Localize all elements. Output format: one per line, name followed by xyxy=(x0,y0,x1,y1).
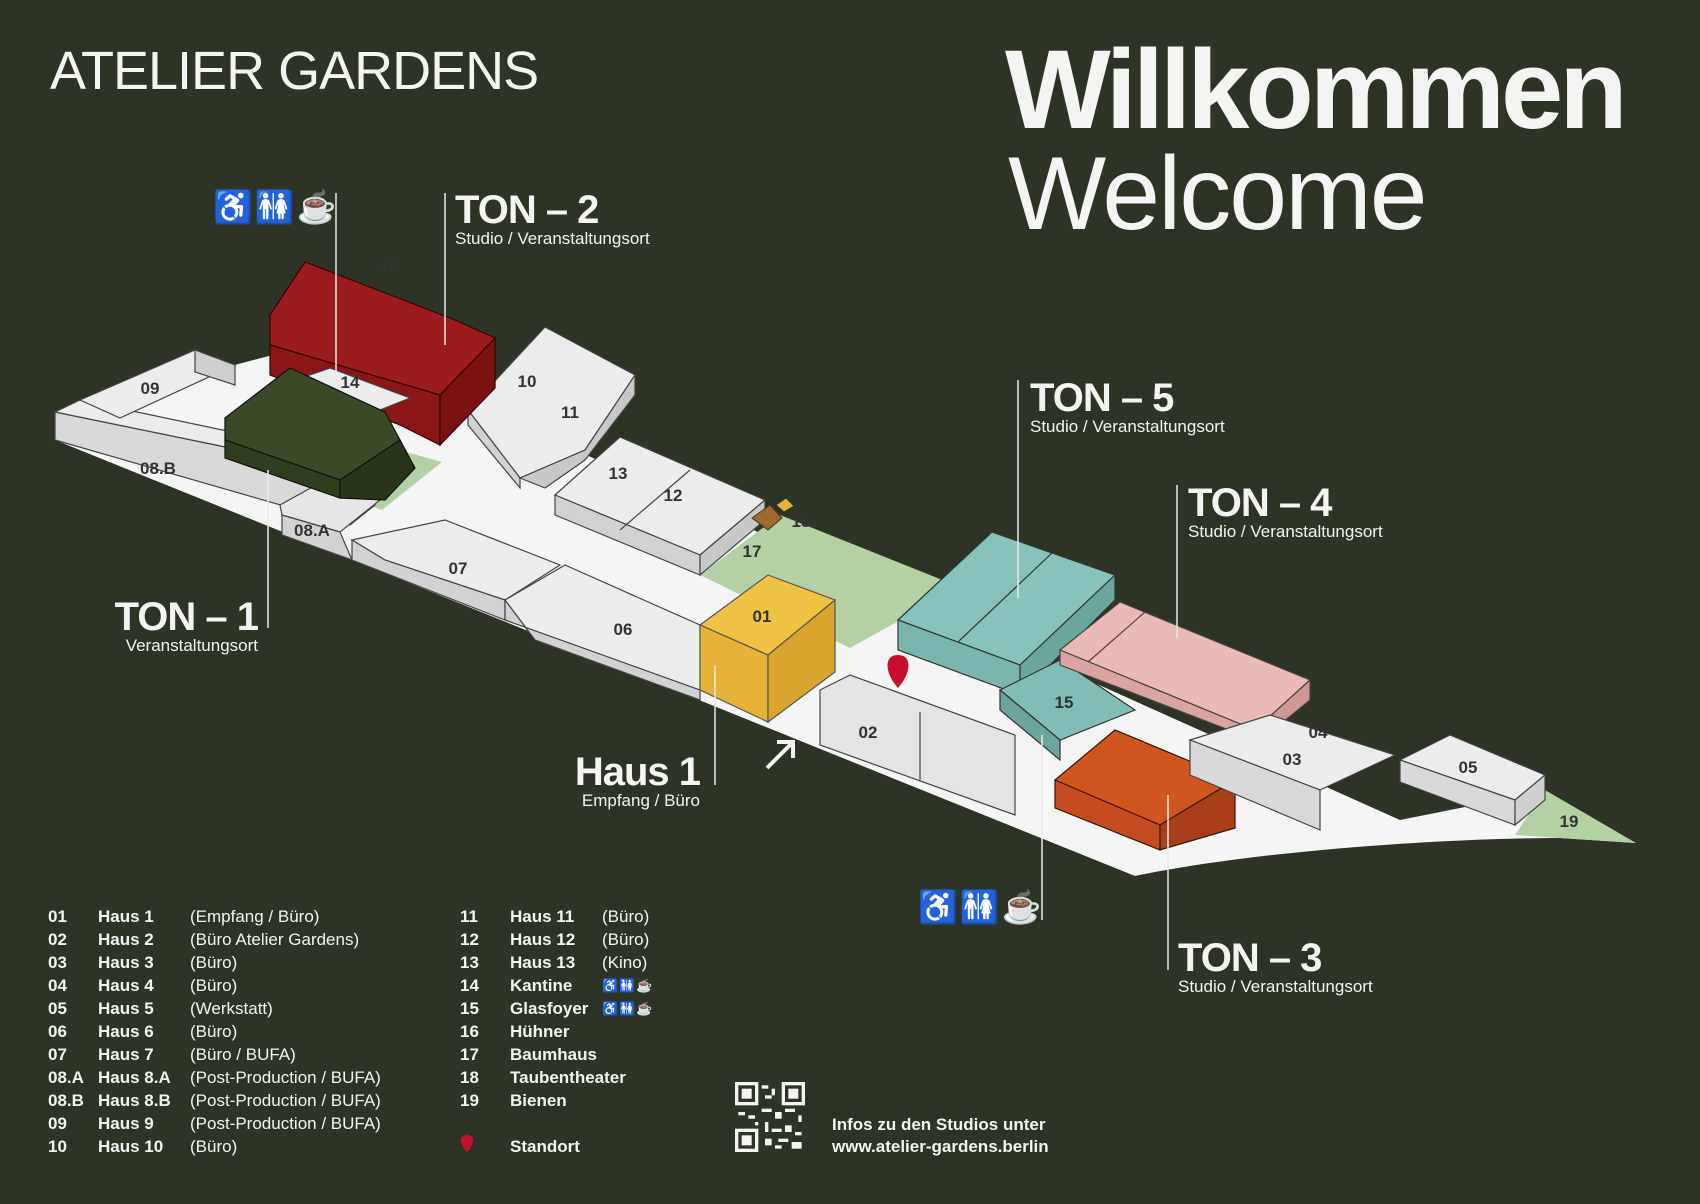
venue-ton1: TON – 1 Veranstaltungsort xyxy=(60,595,259,656)
toilets-icon: 🚻 xyxy=(959,889,1002,925)
label-11: 11 xyxy=(561,403,579,422)
label-01: 01 xyxy=(753,607,772,626)
legend-row-standort: Standort xyxy=(460,1135,654,1159)
venue-ton5-sub: Studio / Veranstaltungsort xyxy=(1030,417,1225,436)
venue-ton4: TON – 4 Studio / Veranstaltungsort xyxy=(1188,483,1383,542)
building-17 xyxy=(751,504,783,531)
facility-icons-glasfoyer: ♿🚻☕ xyxy=(918,888,1044,926)
venue-ton3: TON – 3 Studio / Veranstaltungsort xyxy=(1178,938,1373,997)
location-pin-icon xyxy=(460,1135,510,1159)
label-05: 05 xyxy=(1459,758,1478,777)
coffee-icon: ☕ xyxy=(636,1001,654,1016)
label-19: 19 xyxy=(1560,812,1579,831)
qr-code[interactable] xyxy=(735,1082,805,1152)
label-13: 13 xyxy=(609,464,628,483)
label-18: 18 xyxy=(792,512,811,531)
facility-icons-mini: ♿🚻☕ xyxy=(602,997,654,1020)
venue-haus1-sub: Empfang / Büro xyxy=(581,791,700,810)
website-info: Infos zu den Studios unter www.atelier-g… xyxy=(832,1114,1049,1158)
legend-standort-label: Standort xyxy=(510,1137,580,1156)
facility-icons-kantine: ♿🚻☕ xyxy=(213,188,339,226)
green-area-center xyxy=(700,515,955,648)
facility-icons-mini: ♿🚻☕ xyxy=(602,974,654,997)
venue-haus1: Haus 1 Empfang / Büro xyxy=(500,750,701,811)
label-08b: 08.B xyxy=(140,459,176,478)
label-03: 03 xyxy=(1283,750,1302,769)
toilets-icon: 🚻 xyxy=(619,978,637,993)
venue-ton3-sub: Studio / Veranstaltungsort xyxy=(1178,977,1373,996)
wheelchair-icon: ♿ xyxy=(213,189,255,225)
coffee-icon: ☕ xyxy=(1001,889,1044,925)
venue-ton5: TON – 5 Studio / Veranstaltungsort xyxy=(1030,378,1225,437)
label-14: 14 xyxy=(341,373,360,392)
heading-german: Willkommen xyxy=(1005,27,1628,152)
info-line-1: Infos zu den Studios unter xyxy=(832,1115,1046,1134)
green-area-bees xyxy=(1515,790,1636,843)
coffee-icon: ☕ xyxy=(636,978,654,993)
wheelchair-icon: ♿ xyxy=(602,1001,620,1016)
label-07: 07 xyxy=(449,559,468,578)
coffee-icon: ☕ xyxy=(296,189,339,225)
brand-logo-text: ATELIER GARDENS xyxy=(50,41,539,101)
building-18 xyxy=(775,497,795,513)
venue-haus1-name: Haus 1 xyxy=(574,750,701,794)
wheelchair-icon: ♿ xyxy=(602,978,620,993)
label-09: 09 xyxy=(141,379,160,398)
building-02 xyxy=(819,674,1016,816)
venue-ton1-sub: Veranstaltungsort xyxy=(125,636,258,655)
label-16: 16 xyxy=(380,257,399,276)
label-12: 12 xyxy=(664,486,683,505)
venue-ton2-name: TON – 2 xyxy=(455,188,599,232)
label-17: 17 xyxy=(743,542,762,561)
venue-ton3-name: TON – 3 xyxy=(1178,936,1322,980)
label-10: 10 xyxy=(518,372,537,391)
venue-ton4-sub: Studio / Veranstaltungsort xyxy=(1188,522,1383,541)
entrance-arrow-icon xyxy=(765,740,795,770)
label-06: 06 xyxy=(614,620,633,639)
heading-english: Welcome xyxy=(1008,136,1428,252)
venue-ton2-sub: Studio / Veranstaltungsort xyxy=(455,229,650,248)
venue-ton1-name: TON – 1 xyxy=(114,595,259,639)
label-02: 02 xyxy=(859,723,878,742)
venue-ton4-name: TON – 4 xyxy=(1188,481,1332,525)
toilets-icon: 🚻 xyxy=(254,189,297,225)
website-link[interactable]: www.atelier-gardens.berlin xyxy=(832,1137,1049,1156)
venue-ton5-name: TON – 5 xyxy=(1030,376,1174,420)
label-08a: 08.A xyxy=(294,521,330,540)
wheelchair-icon: ♿ xyxy=(918,889,960,925)
toilets-icon: 🚻 xyxy=(619,1001,637,1016)
label-15: 15 xyxy=(1055,693,1074,712)
venue-ton2: TON – 2 Studio / Veranstaltungsort xyxy=(455,190,650,249)
location-pin xyxy=(887,655,909,688)
label-04: 04 xyxy=(1309,723,1328,742)
